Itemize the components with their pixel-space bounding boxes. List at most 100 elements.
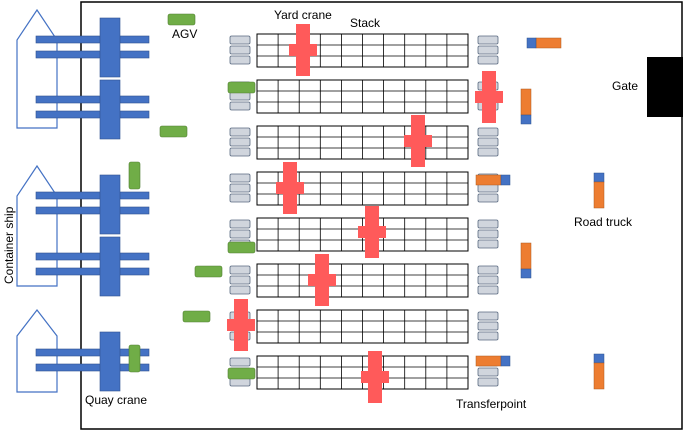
transfer-slot	[477, 311, 499, 321]
quay-crane-column	[99, 174, 121, 235]
quay-crane-arm	[35, 35, 150, 44]
quay-crane-arm	[35, 206, 150, 215]
transfer-slot	[229, 183, 251, 193]
truck-trailer	[593, 181, 605, 209]
truck-trailer	[535, 37, 562, 49]
agv-8	[128, 344, 141, 373]
quay-crane-arm	[35, 348, 150, 357]
truck-cab	[520, 114, 532, 125]
label-transferpoint: Transferpoint	[456, 397, 527, 411]
truck-cab	[526, 37, 537, 49]
transfer-slot	[229, 127, 251, 137]
label-quay-crane: Quay crane	[85, 393, 148, 407]
yard-crane-6	[308, 254, 336, 306]
transfer-slot	[477, 219, 499, 229]
container-ship-2	[16, 164, 58, 287]
yard-crane-beam	[276, 182, 304, 194]
transfer-slot	[229, 55, 251, 65]
quay-cranes	[35, 17, 150, 392]
transfer-slot	[477, 367, 499, 377]
transfer-slot	[477, 285, 499, 295]
transfer-slot	[229, 193, 251, 203]
quay-crane-arm	[35, 191, 150, 200]
quay-crane-5	[35, 331, 150, 392]
yard-crane-7	[227, 299, 255, 351]
stack-block-1	[256, 33, 469, 68]
yard-crane-5	[358, 206, 386, 258]
agv-3	[159, 125, 188, 138]
truck-trailer	[475, 174, 502, 186]
stack-block-3	[256, 125, 469, 160]
yard-crane-2	[475, 71, 503, 123]
yard-crane-beam	[475, 91, 503, 103]
road-truck-1	[526, 37, 562, 49]
transfer-slot	[477, 193, 499, 203]
quay-crane-column	[99, 79, 121, 140]
transfer-slot	[229, 357, 251, 367]
transfer-slot	[477, 377, 499, 387]
label-container-ship: Container ship	[2, 206, 16, 284]
label-stack: Stack	[350, 16, 381, 30]
truck-cab	[593, 172, 605, 183]
road-trucks	[475, 37, 605, 390]
transfer-slot	[477, 275, 499, 285]
quay-crane-1	[35, 17, 150, 78]
yard-cranes	[227, 24, 503, 403]
truck-trailer	[520, 88, 532, 116]
transfer-slot	[229, 285, 251, 295]
transfer-slot	[477, 127, 499, 137]
road-truck-3	[475, 174, 511, 186]
truck-trailer	[475, 355, 502, 367]
quay-crane-4	[35, 236, 150, 297]
agv-6	[194, 265, 223, 278]
road-truck-4	[593, 172, 605, 209]
gate-block	[647, 57, 683, 117]
transfer-slot	[229, 265, 251, 275]
agv-9	[227, 367, 256, 380]
quay-crane-3	[35, 174, 150, 235]
quay-crane-column	[99, 17, 121, 78]
truck-cab	[520, 268, 532, 279]
transfer-slot	[477, 35, 499, 45]
label-road-truck: Road truck	[574, 215, 633, 229]
quay-crane-column	[99, 236, 121, 297]
agvs	[128, 13, 256, 380]
transfer-slot	[477, 239, 499, 249]
agv-5	[227, 241, 256, 254]
transfer-slot	[477, 331, 499, 341]
transfer-slot	[229, 101, 251, 111]
road-truck-7	[593, 353, 605, 390]
yard-crane-beam	[361, 371, 389, 383]
quay-crane-arm	[35, 252, 150, 261]
stack-block-2	[256, 79, 469, 114]
truck-trailer	[593, 362, 605, 390]
transfer-slot	[477, 55, 499, 65]
label-yard-crane: Yard crane	[274, 8, 332, 22]
road-truck-2	[520, 88, 532, 125]
yard-crane-8	[361, 351, 389, 403]
quay-crane-arm	[35, 363, 150, 372]
yard-crane-beam	[358, 226, 386, 238]
transfer-slot	[229, 229, 251, 239]
quay-crane-arm	[35, 267, 150, 276]
container-ship-3	[16, 309, 58, 393]
stack-block-6	[256, 263, 469, 298]
yard-crane-beam	[308, 274, 336, 286]
transfer-slot	[477, 229, 499, 239]
quay-crane-2	[35, 79, 150, 140]
road-truck-6	[475, 355, 511, 367]
terminal-boundary	[80, 1, 683, 430]
transfer-slot	[229, 219, 251, 229]
transfer-slot	[229, 45, 251, 55]
quay-crane-arm	[35, 110, 150, 119]
quay-crane-column	[99, 331, 121, 392]
transfer-slot	[477, 321, 499, 331]
agv-2	[227, 81, 256, 94]
agv-4	[128, 161, 141, 190]
transfer-slot	[229, 173, 251, 183]
container-ship-1	[16, 8, 58, 129]
stack-blocks	[256, 33, 469, 390]
yard-crane-1	[289, 24, 317, 76]
yard-crane-beam	[227, 319, 255, 331]
